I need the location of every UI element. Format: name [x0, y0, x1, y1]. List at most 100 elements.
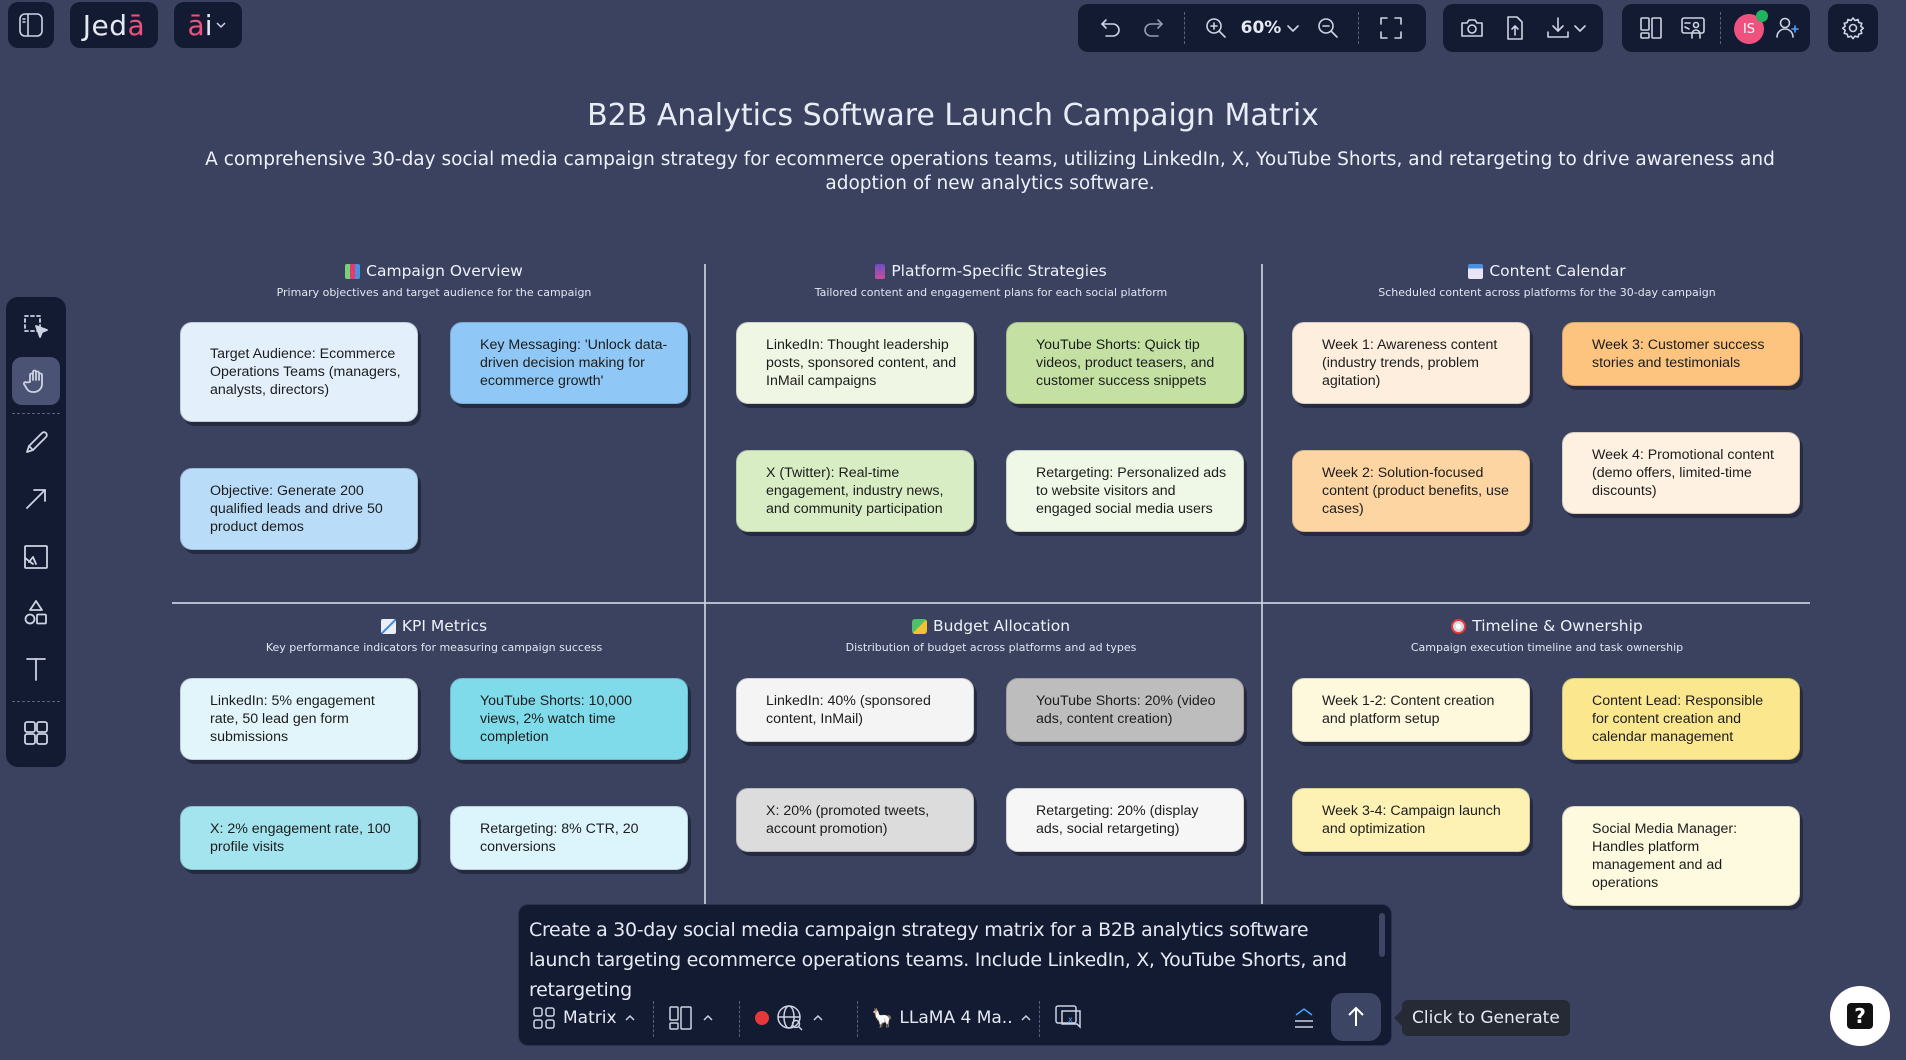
zoom-level-dropdown[interactable]: 60% [1240, 12, 1302, 44]
card-text: YouTube Shorts: 10,000 views, 2% watch t… [480, 693, 632, 745]
card-linkedin-kpi[interactable]: LinkedIn: 5% engagement rate, 50 lead ge… [180, 678, 418, 760]
redo-icon [1144, 19, 1163, 37]
logo-accent: ā [127, 8, 146, 42]
card-linkedin-strategy[interactable]: LinkedIn: Thought leadership posts, spon… [736, 322, 974, 404]
grid-divider-horizontal [172, 602, 1810, 604]
card-week-1[interactable]: Week 1: Awareness content (industry tren… [1292, 322, 1530, 404]
card-youtube-kpi[interactable]: YouTube Shorts: 10,000 views, 2% watch t… [450, 678, 688, 760]
model-label: LLaMA 4 Ma.. [899, 1008, 1013, 1028]
card-content-lead[interactable]: Content Lead: Responsible for content cr… [1562, 678, 1800, 760]
globe-www-icon [777, 1005, 803, 1031]
grid-divider-vertical [704, 264, 706, 906]
web-search-toggle[interactable] [755, 1001, 825, 1035]
prompt-scrollbar[interactable] [1379, 913, 1385, 957]
card-x-strategy[interactable]: X (Twitter): Real-time engagement, indus… [736, 450, 974, 532]
card-text: Content Lead: Responsible for content cr… [1592, 693, 1764, 745]
card-retargeting-strategy[interactable]: Retargeting: Personalized ads to website… [1006, 450, 1244, 532]
card-social-media-manager[interactable]: Social Media Manager: Handles platform m… [1562, 806, 1800, 906]
card-text: YouTube Shorts: 20% (video ads, content … [1036, 693, 1216, 727]
export-toolbar [1443, 4, 1603, 52]
select-tool[interactable] [12, 303, 60, 351]
section-subtitle: Distribution of budget across platforms … [845, 641, 1137, 654]
download-icon [1547, 17, 1569, 38]
card-x-budget[interactable]: X: 20% (promoted tweets, account promoti… [736, 788, 974, 852]
settings-button[interactable] [1828, 4, 1878, 52]
card-week-3-4[interactable]: Week 3-4: Campaign launch and optimizati… [1292, 788, 1530, 852]
card-text: Week 1: Awareness content (industry tren… [1322, 337, 1498, 389]
diagram-subtitle: A comprehensive 30-day social media camp… [205, 149, 1775, 194]
pen-tool[interactable] [12, 419, 60, 467]
add-user-icon [1776, 17, 1799, 38]
ai-label: i [204, 8, 213, 42]
shapes-tool[interactable] [12, 589, 60, 637]
text-tool[interactable] [12, 645, 60, 693]
card-text: Retargeting: Personalized ads to website… [1036, 465, 1227, 517]
add-collaborator-button[interactable] [1772, 12, 1804, 44]
card-target-audience[interactable]: Target Audience: Ecommerce Operations Te… [180, 322, 418, 422]
card-objective[interactable]: Objective: Generate 200 qualified leads … [180, 468, 418, 550]
card-text: Week 3: Customer success stories and tes… [1592, 337, 1765, 371]
card-week-1-2[interactable]: Week 1-2: Content creation and platform … [1292, 678, 1530, 742]
view-toolbar: 60% [1078, 4, 1426, 52]
chevron-up-icon [703, 1014, 713, 1021]
card-key-messaging[interactable]: Key Messaging: 'Unlock data-driven decis… [450, 322, 688, 404]
help-button[interactable]: ? [1830, 986, 1890, 1046]
model-dropdown[interactable]: 🦙 LLaMA 4 Ma.. [871, 1001, 1033, 1035]
mobile-phone-icon [875, 263, 886, 279]
card-week-3[interactable]: Week 3: Customer success stories and tes… [1562, 322, 1800, 386]
undo-icon [1101, 19, 1120, 37]
clock-icon [1451, 618, 1467, 634]
grid-divider-vertical [1261, 264, 1263, 906]
section-title: Content Calendar [1489, 262, 1626, 280]
expand-prompt-button[interactable] [1291, 1001, 1317, 1035]
screenshot-button[interactable] [1455, 12, 1489, 44]
redo-button[interactable] [1136, 12, 1170, 44]
image-frame-tool[interactable] [12, 533, 60, 581]
card-week-2[interactable]: Week 2: Solution-focused content (produc… [1292, 450, 1530, 532]
section-title: Campaign Overview [366, 262, 523, 280]
card-text: Week 1-2: Content creation and platform … [1322, 693, 1495, 727]
upload-file-button[interactable] [1497, 12, 1531, 44]
card-retargeting-kpi[interactable]: Retargeting: 8% CTR, 20 conversions [450, 806, 688, 870]
collapse-icon [1295, 1008, 1313, 1028]
card-week-4[interactable]: Week 4: Promotional content (demo offers… [1562, 432, 1800, 514]
section-header-platform-strategies: Platform-Specific Strategies Tailored co… [730, 262, 1252, 299]
diagram-title: B2B Analytics Software Launch Campaign M… [587, 98, 1319, 133]
generate-tooltip: Click to Generate [1394, 1000, 1570, 1036]
chevron-down-icon [1574, 25, 1586, 32]
text-icon [26, 658, 46, 681]
diagram-type-dropdown[interactable]: Matrix [531, 1001, 637, 1035]
card-text: Week 2: Solution-focused content (produc… [1322, 465, 1509, 517]
ai-prompt-panel: Create a 30-day social media campaign st… [518, 904, 1392, 1046]
user-avatar[interactable]: IS [1734, 14, 1764, 44]
clear-context-button[interactable]: x [1053, 1001, 1085, 1035]
section-header-budget-allocation: Budget Allocation Distribution of budget… [730, 617, 1252, 654]
card-retargeting-budget[interactable]: Retargeting: 20% (display ads, social re… [1006, 788, 1244, 852]
prompt-input[interactable]: Create a 30-day social media campaign st… [529, 919, 1347, 1001]
layout-button[interactable] [1634, 12, 1668, 44]
arrow-tool[interactable] [12, 475, 60, 523]
toggle-sidebar-button[interactable] [8, 2, 54, 48]
generate-button[interactable] [1331, 993, 1381, 1041]
zoom-out-button[interactable] [1312, 12, 1344, 44]
undo-button[interactable] [1094, 12, 1128, 44]
card-youtube-strategy[interactable]: YouTube Shorts: Quick tip videos, produc… [1006, 322, 1244, 404]
chevron-down-icon [1287, 25, 1300, 32]
layout-dropdown[interactable] [667, 1001, 715, 1035]
fit-to-screen-button[interactable] [1374, 12, 1408, 44]
card-youtube-budget[interactable]: YouTube Shorts: 20% (video ads, content … [1006, 678, 1244, 742]
chat-clear-icon: x [1055, 1005, 1081, 1029]
card-x-kpi[interactable]: X: 2% engagement rate, 100 profile visit… [180, 806, 418, 870]
hand-tool[interactable] [12, 357, 60, 405]
zoom-in-button[interactable] [1200, 12, 1232, 44]
hand-icon [23, 369, 43, 393]
presentation-button[interactable] [1676, 12, 1710, 44]
card-text: Social Media Manager: Handles platform m… [1592, 821, 1738, 891]
card-text: X: 20% (promoted tweets, account promoti… [766, 803, 930, 837]
templates-tool[interactable] [12, 709, 60, 757]
card-linkedin-budget[interactable]: LinkedIn: 40% (sponsored content, InMail… [736, 678, 974, 742]
download-dropdown[interactable] [1539, 12, 1593, 44]
ai-accent: ā [187, 8, 205, 42]
